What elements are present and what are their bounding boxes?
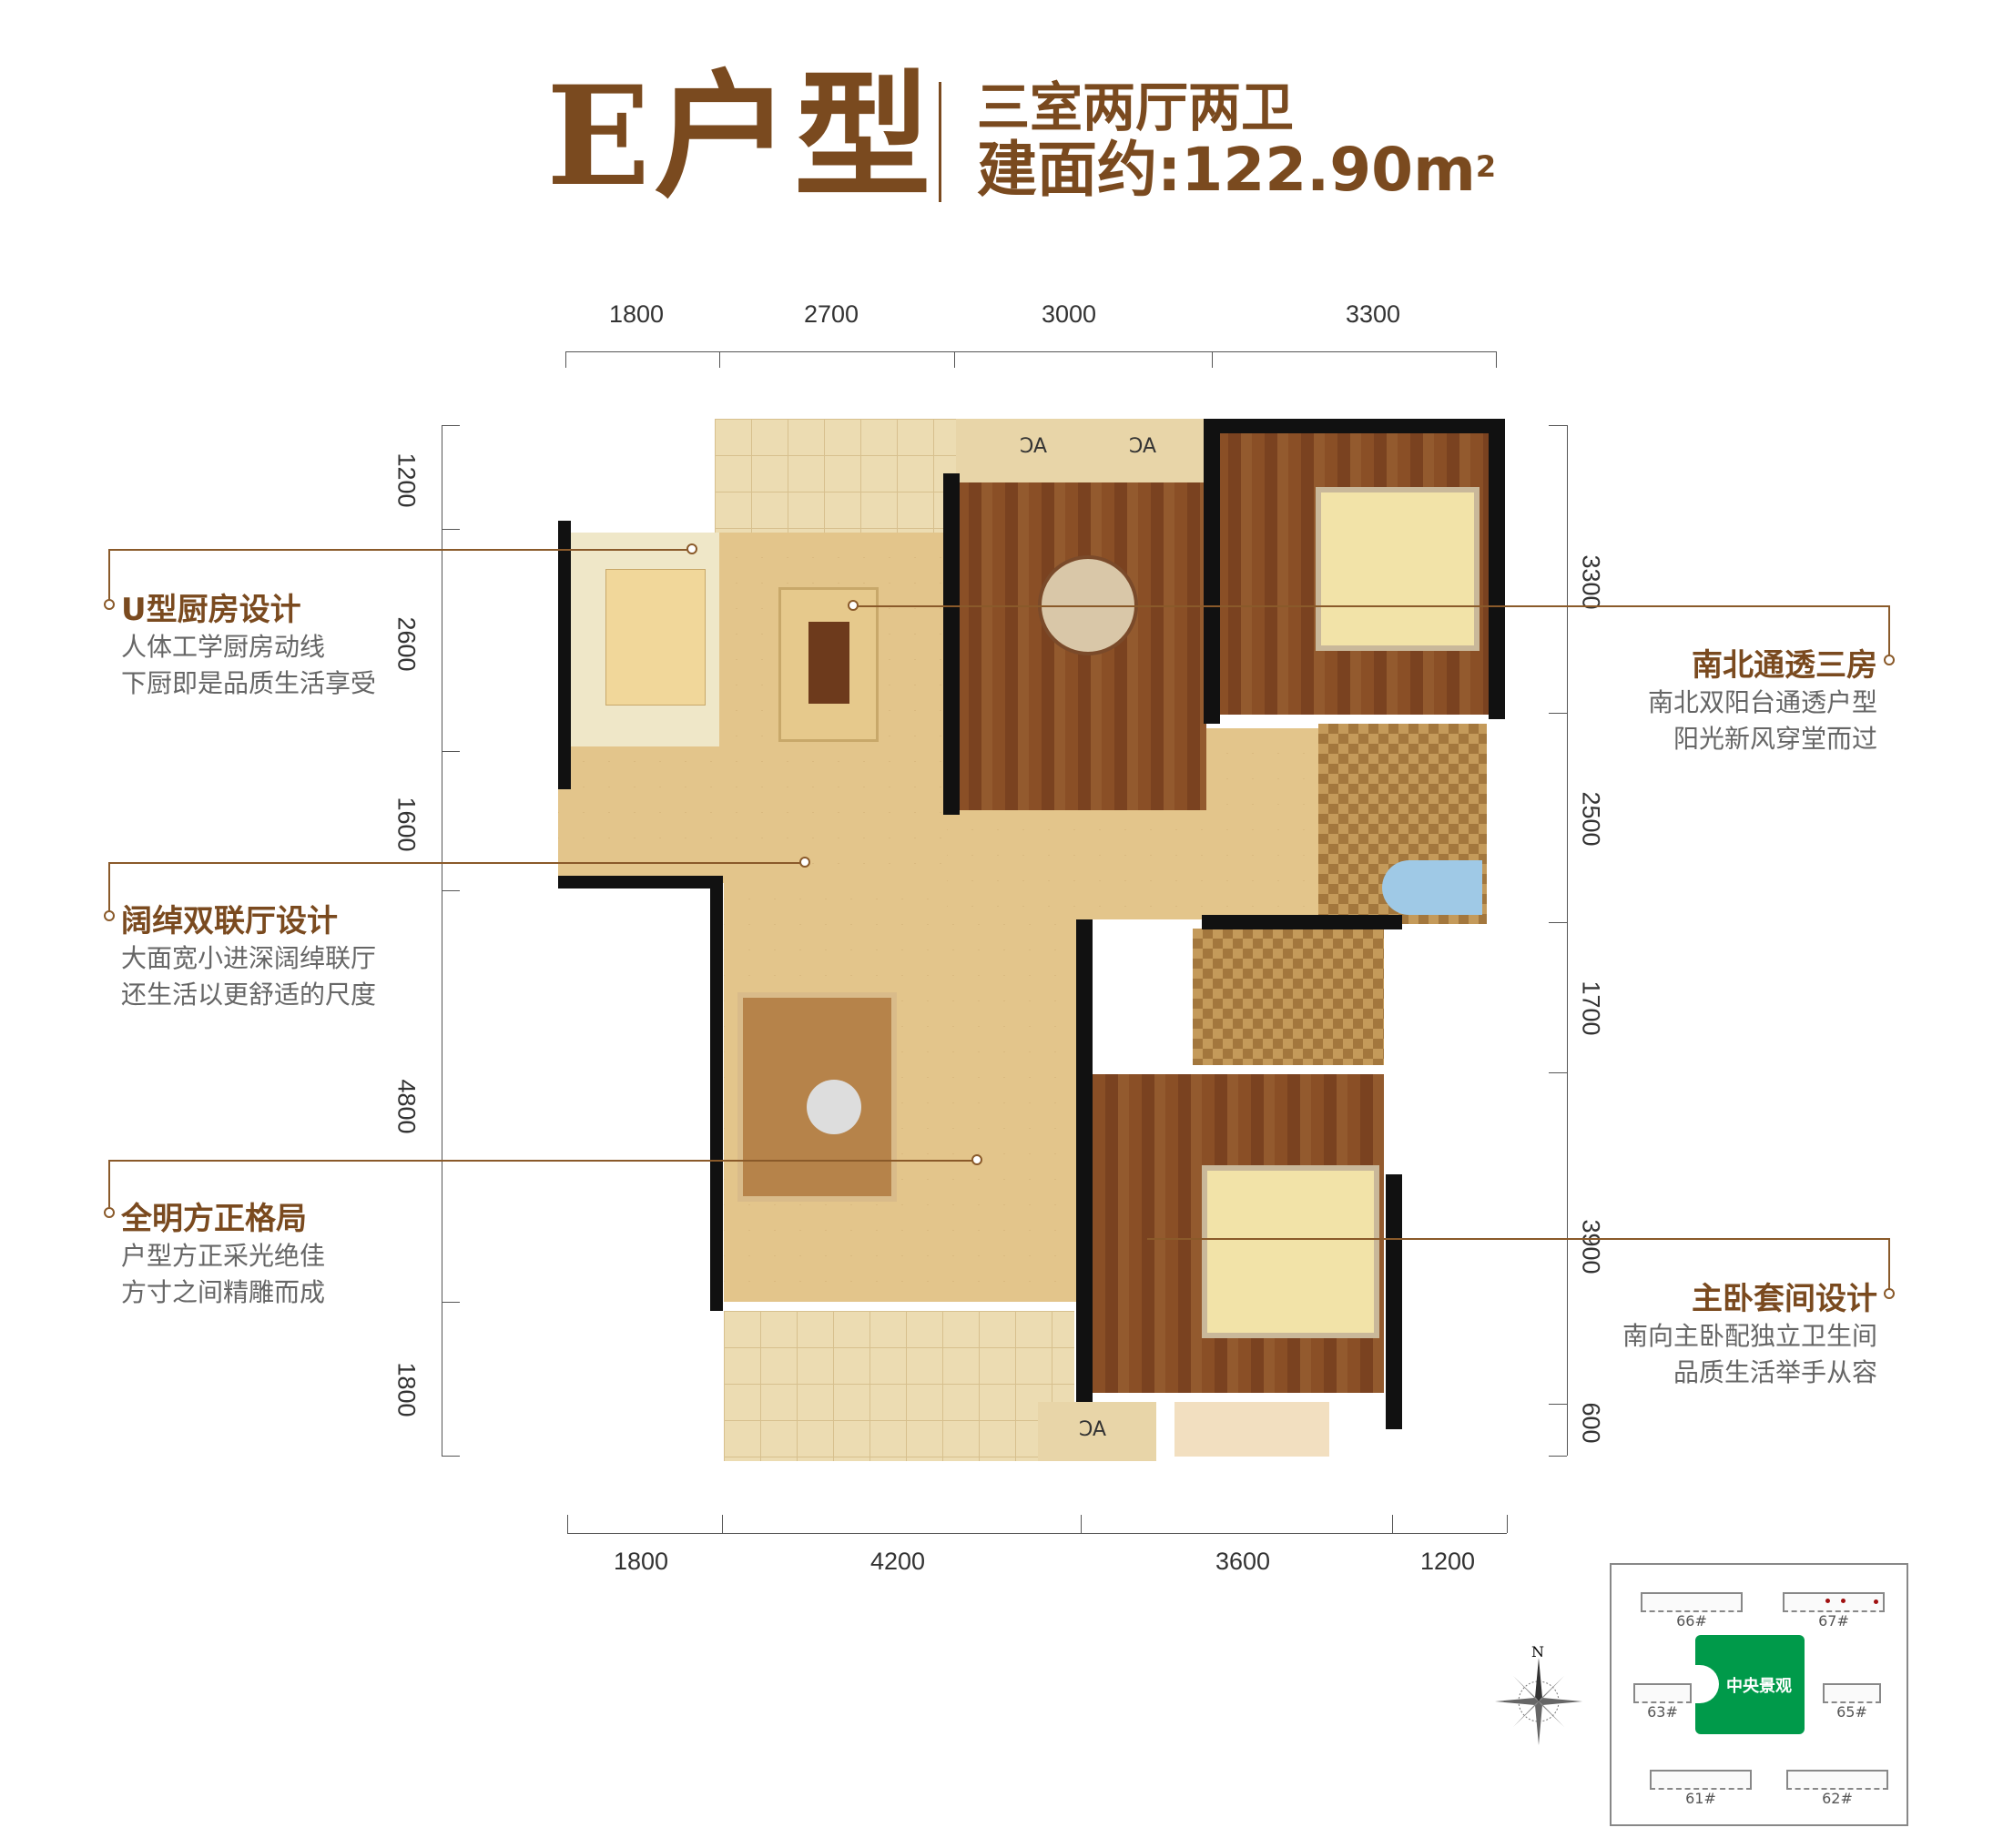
callout-title: U型厨房设计	[121, 592, 301, 628]
layout-label: 三室两厅两卫	[977, 76, 1295, 138]
callout-title: 南北通透三房	[1692, 647, 1877, 684]
dim-bottom: 1800	[614, 1548, 669, 1575]
ac-label: AC	[1020, 435, 1048, 458]
area-value: 建面约:122.90m	[977, 135, 1476, 205]
ac-label: AC	[1129, 435, 1157, 458]
dining-table-rug	[778, 587, 879, 742]
building-67: 67#	[1783, 1592, 1885, 1630]
callout-text: 品质生活举手从容	[1673, 1357, 1877, 1387]
bathroom-public	[1318, 724, 1487, 924]
building-66: 66#	[1641, 1592, 1743, 1630]
dim-top: 2700	[804, 300, 859, 328]
ac-platform-south: AC	[1038, 1402, 1156, 1461]
callout-living: 阔绰双联厅设计 大面宽小进深阔绰联厅 还生活以更舒适的尺度	[121, 896, 376, 1013]
building-label: 61#	[1685, 1790, 1716, 1807]
callout-layout: 全明方正格局 户型方正采光绝佳 方寸之间精雕而成	[121, 1193, 325, 1311]
ac-platform: AC AC	[956, 419, 1206, 482]
building-62: 62#	[1786, 1770, 1888, 1807]
callout-text: 方寸之间精雕而成	[121, 1277, 326, 1307]
callout-title: 主卧套间设计	[1692, 1281, 1877, 1317]
dim-bottom: 3600	[1215, 1548, 1271, 1575]
dim-top: 3300	[1346, 300, 1401, 328]
master-bedroom	[1093, 1074, 1384, 1393]
site-map: 66# 67# 63# 65# 61# 62# 中央景观	[1610, 1563, 1908, 1826]
callout-text: 下厨即是品质生活享受	[121, 668, 377, 698]
building-label: 66#	[1676, 1612, 1707, 1630]
bedroom-north-middle	[956, 482, 1206, 810]
callout-text: 南向主卧配独立卫生间	[1622, 1321, 1877, 1351]
building-61: 61#	[1650, 1770, 1752, 1807]
bedroom-north-east	[1215, 432, 1489, 715]
dim-right: 1700	[1577, 980, 1605, 1036]
kitchen	[569, 533, 719, 746]
unit-type-title: E户型	[546, 56, 935, 217]
ac-label: AC	[1079, 1418, 1107, 1441]
dim-bottom: 4200	[870, 1548, 926, 1575]
central-landscape-label: 中央景观	[1726, 1676, 1792, 1696]
callout-text: 还生活以更舒适的尺度	[121, 980, 377, 1010]
callout-title: 全明方正格局	[121, 1201, 307, 1237]
callout-text: 大面宽小进深阔绰联厅	[121, 943, 377, 973]
building-label: 63#	[1647, 1703, 1678, 1721]
dim-right: 3300	[1577, 554, 1605, 610]
callout-title: 阔绰双联厅设计	[121, 903, 338, 939]
dim-top: 1800	[609, 300, 665, 328]
callout-bedrooms: 南北通透三房 南北双阳台通透户型 阳光新风穿堂而过	[1648, 640, 1877, 757]
dim-left: 2600	[392, 616, 421, 672]
north-balcony	[715, 419, 956, 533]
callout-kitchen: U型厨房设计 人体工学厨房动线 下厨即是品质生活享受	[121, 584, 376, 702]
building-label: 62#	[1822, 1790, 1853, 1807]
area-label: 建面约:122.90m2	[977, 137, 1496, 204]
callout-text: 南北双阳台通透户型	[1647, 687, 1877, 717]
living-rug	[737, 992, 897, 1202]
dim-left: 4800	[392, 1079, 421, 1134]
callout-text: 阳光新风穿堂而过	[1673, 724, 1877, 754]
callout-text: 户型方正采光绝佳	[121, 1241, 326, 1271]
building-label: 67#	[1818, 1612, 1849, 1630]
dim-bottom: 1200	[1420, 1548, 1476, 1575]
dim-right: 3900	[1577, 1219, 1605, 1274]
area-unit-sup: 2	[1475, 149, 1497, 184]
callout-master: 主卧套间设计 南向主卧配独立卫生间 品质生活举手从容	[1622, 1274, 1877, 1391]
compass-icon: N	[1493, 1643, 1584, 1745]
callout-text: 人体工学厨房动线	[121, 632, 326, 662]
bathroom-master	[1193, 929, 1384, 1065]
dim-left: 1600	[392, 797, 421, 852]
south-balcony	[724, 1311, 1074, 1461]
dim-top: 3000	[1042, 300, 1097, 328]
bay-window	[1174, 1402, 1329, 1457]
dim-right: 2500	[1577, 791, 1605, 847]
dim-right: 600	[1577, 1402, 1605, 1444]
compass-north-label: N	[1531, 1643, 1544, 1660]
building-63: 63#	[1633, 1683, 1692, 1721]
dim-left: 1800	[392, 1362, 421, 1417]
building-label: 65#	[1836, 1703, 1867, 1721]
building-65: 65#	[1823, 1683, 1881, 1721]
dim-left: 1200	[392, 452, 421, 508]
title-divider	[939, 82, 941, 202]
